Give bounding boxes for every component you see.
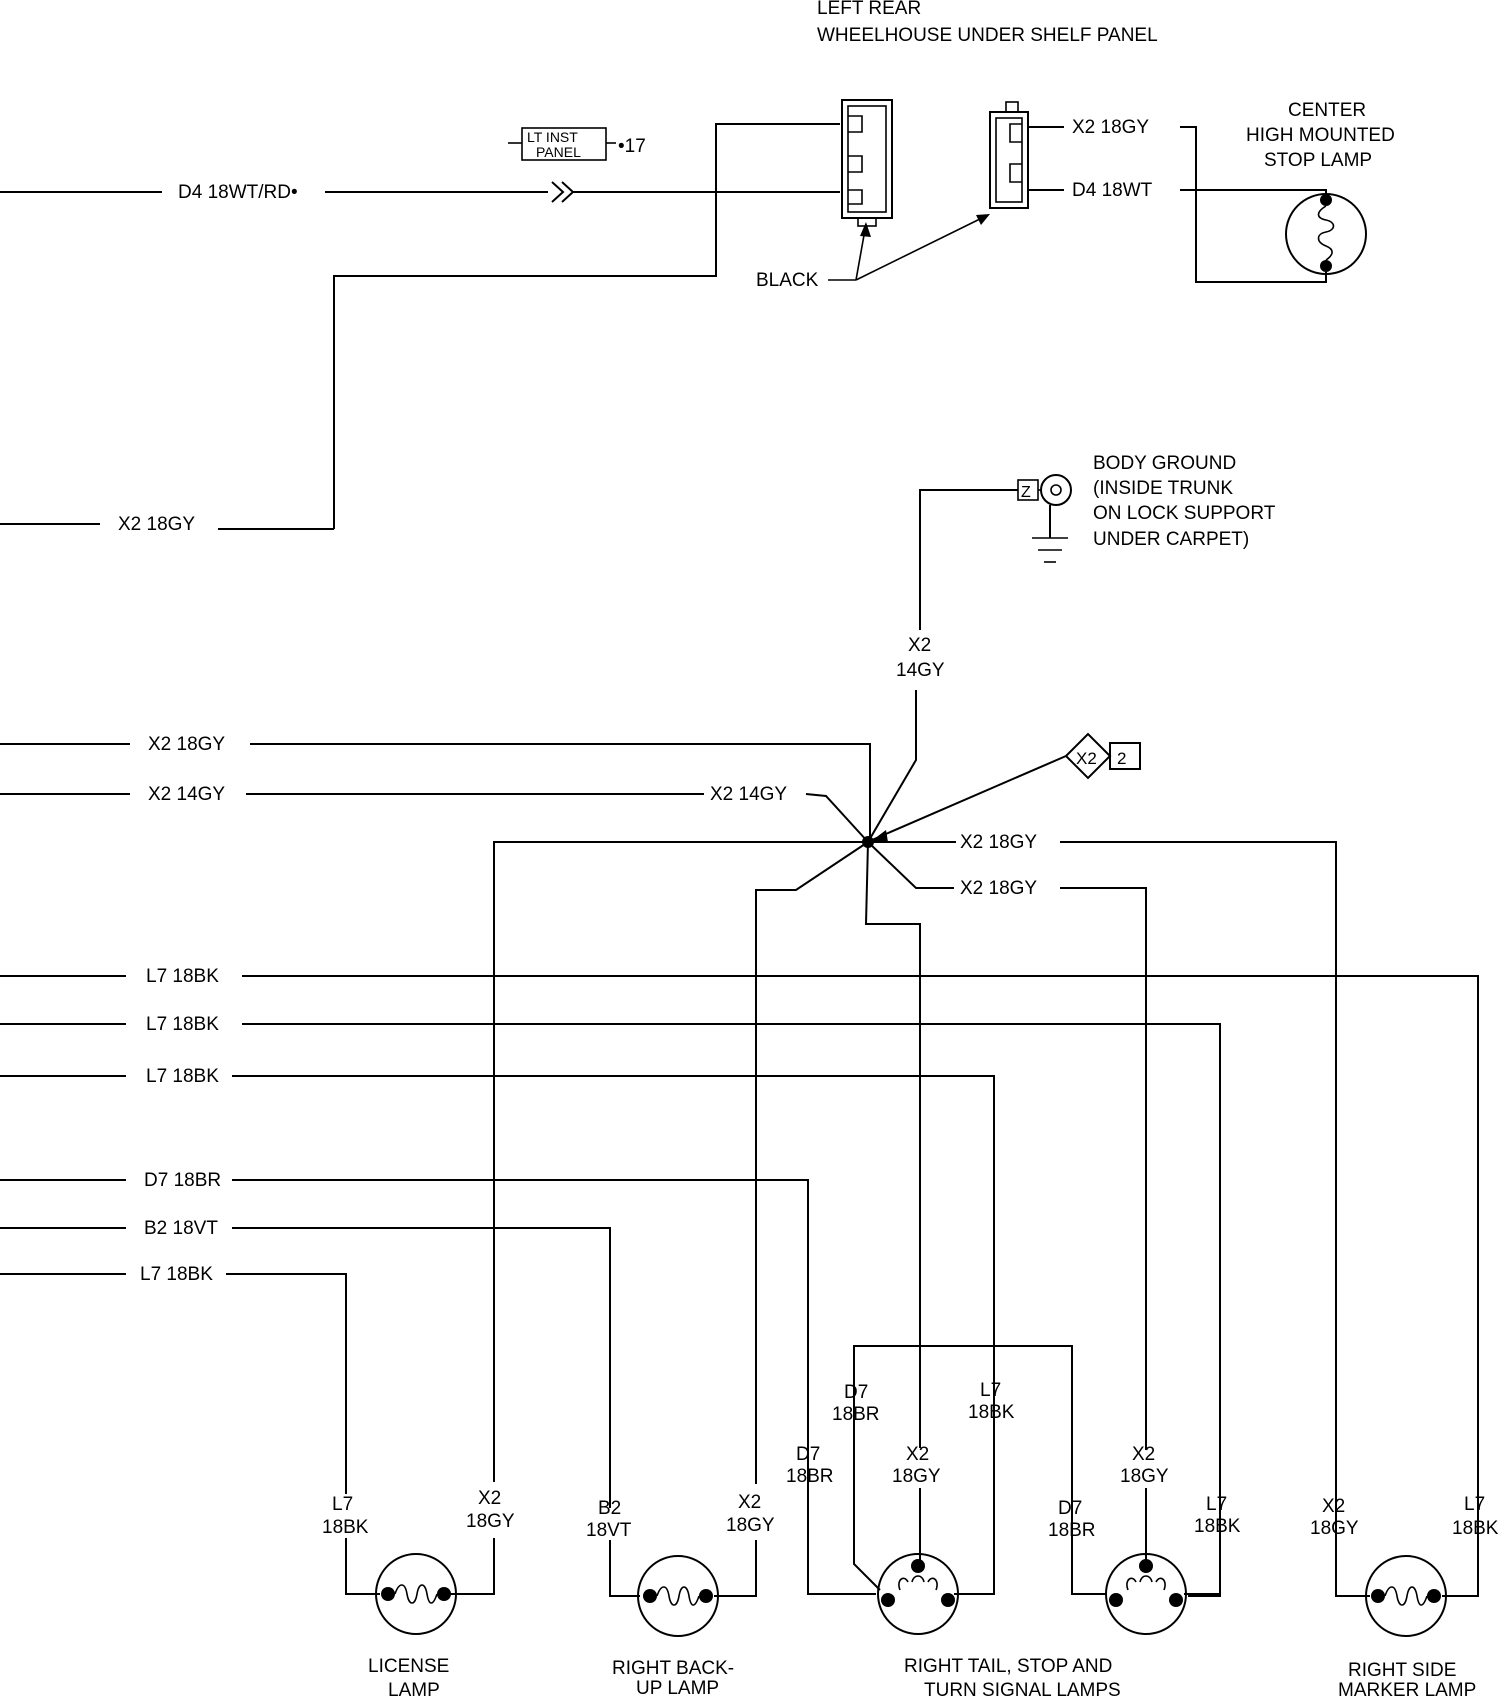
body-connector-left [841,99,893,227]
ground-label-3: ON LOCK SUPPORT [1093,503,1276,524]
black-connector-callout: BLACK [756,214,990,291]
chmsl-connector [989,101,1064,209]
splice-number: 2 [1117,749,1126,768]
t2-x2-a: X2 [1132,1444,1155,1465]
mk-l7-a: L7 [1464,1494,1485,1515]
lamp-feed-wires [0,975,1479,1597]
license-lamp-label-1: LICENSE [368,1656,449,1677]
d4-circuit: D4 18WT/RD• [0,123,840,529]
bu-b2-b: 18VT [586,1520,632,1541]
chmsl-label-1: CENTER [1288,100,1366,121]
splice-id: X2 [1076,749,1097,768]
t1-l7-b: 18BK [968,1402,1015,1423]
mk-l7-b: 18BK [1452,1518,1499,1539]
lic-l7-b: 18BK [322,1517,369,1538]
wire-label-l7-3: L7 18BK [146,1066,219,1087]
t1-d7-a: D7 [844,1382,868,1403]
wire-label-x2-18gy-right-1: X2 18GY [960,832,1037,853]
marker-lamp [1335,1540,1479,1637]
ground-wire-label-b: 14GY [896,660,945,681]
mk-x2-b: 18GY [1310,1518,1359,1539]
ground-symbol: Z [1021,484,1031,501]
lic-x2-a: X2 [478,1488,501,1509]
lic-x2-b: 18GY [466,1511,515,1532]
bu-x2-b: 18GY [726,1515,775,1536]
body-ground: Z [919,474,1072,630]
wire-label-x2-14gy-left: X2 14GY [148,784,225,805]
wire-label-x2-upper-left: X2 18GY [118,514,195,535]
license-lamp [345,1538,495,1635]
tail-lamp-1 [807,1444,995,1635]
ground-label-4: UNDER CARPET) [1093,529,1249,550]
tail-lamp-2 [1071,1488,1221,1635]
t2-d7-a: D7 [1058,1498,1082,1519]
ground-wire-label-a: X2 [908,635,931,656]
t2-l7-b: 18BK [1194,1516,1241,1537]
t2-x2-b: 18GY [1120,1466,1169,1487]
tail-lamps-label-2: TURN SIGNAL LAMPS [924,1680,1121,1696]
backup-lamp-label-2: UP LAMP [636,1678,719,1696]
inline-connector-symbol [551,181,575,203]
bu-x2-a: X2 [738,1492,761,1513]
black-label: BLACK [756,270,819,291]
lic-l7-a: L7 [332,1494,353,1515]
x2-splice-harness [0,690,1337,1540]
wire-label-chmsl-x2: X2 18GY [1072,117,1149,138]
wire-label-l7-1: L7 18BK [146,966,219,987]
wire-label-l7-2: L7 18BK [146,1014,219,1035]
chmsl-label-2: HIGH MOUNTED [1246,125,1395,146]
marker-lamp-label-1: RIGHT SIDE [1348,1660,1456,1681]
t1-l7-a: L7 [980,1380,1001,1401]
t2-d7-b: 18BR [1048,1520,1096,1541]
wire-label-l7-4: L7 18BK [140,1264,213,1285]
location-label-line1: LEFT REAR [817,0,921,19]
t1-d7b-a: D7 [796,1444,820,1465]
t1-x2-b: 18GY [892,1466,941,1487]
bu-b2-a: B2 [598,1498,621,1519]
t1-d7b-b: 18BR [786,1466,834,1487]
backup-lamp [609,1540,757,1637]
t2-l7-a: L7 [1206,1494,1227,1515]
mk-x2-a: X2 [1322,1496,1345,1517]
ground-label-2: (INSIDE TRUNK [1093,478,1233,499]
ground-label-1: BODY GROUND [1093,453,1236,474]
location-label-line2: WHEELHOUSE UNDER SHELF PANEL [817,25,1158,46]
wire-label-b2-1: B2 18VT [144,1218,218,1239]
lt-inst-panel-pin: •17 [618,136,646,157]
splice-x2: X2 2 [1064,732,1141,780]
t1-x2-a: X2 [906,1444,929,1465]
backup-lamp-label-1: RIGHT BACK- [612,1658,734,1679]
lt-inst-panel-line1: LT INST [527,129,578,145]
wire-label-d7-1: D7 18BR [144,1170,221,1191]
t1-d7-b: 18BR [832,1404,880,1425]
wire-label-x2-18gy-right-2: X2 18GY [960,878,1037,899]
lt-inst-panel-line2: PANEL [536,144,581,160]
chmsl-lamp [1285,193,1367,275]
license-lamp-label-2: LAMP [388,1680,440,1696]
marker-lamp-label-2: MARKER LAMP [1338,1680,1476,1696]
wire-label-x2-18gy-left: X2 18GY [148,734,225,755]
tail-lamps-label-1: RIGHT TAIL, STOP AND [904,1656,1112,1677]
chmsl-label-3: STOP LAMP [1264,150,1372,171]
wire-label-x2-14gy-mid: X2 14GY [710,784,787,805]
wire-label-chmsl-d4: D4 18WT [1072,180,1153,201]
lt-inst-panel-reference: LT INST PANEL •17 [508,127,646,161]
wire-label-d4-left: D4 18WT/RD• [178,182,298,203]
